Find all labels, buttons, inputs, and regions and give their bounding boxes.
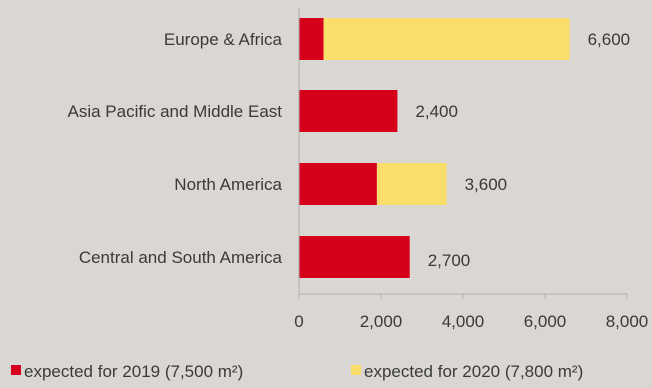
x-tick-label: 8,000 — [606, 312, 649, 331]
x-tick-label: 0 — [294, 312, 303, 331]
x-tick-label: 6,000 — [524, 312, 567, 331]
bar-2020-2 — [376, 163, 447, 205]
bar-2019-2 — [299, 163, 377, 205]
total-data-label: 3,600 — [465, 175, 508, 194]
category-label: North America — [174, 175, 282, 194]
bar-2019-0 — [299, 18, 324, 60]
category-label: Asia Pacific and Middle East — [68, 102, 283, 121]
data-labels: 6,600 2,400 3,600 2,700 — [415, 30, 630, 270]
bars-group — [299, 18, 570, 278]
total-data-label: 2,700 — [428, 251, 471, 270]
x-axis: 0 2,000 4,000 6,000 8,000 — [294, 8, 648, 331]
category-label: Central and South America — [79, 248, 283, 267]
legend: expected for 2019 (7,500 m²) expected for… — [11, 362, 583, 381]
bar-2019-1 — [299, 90, 398, 132]
legend-label-2020: expected for 2020 (7,800 m²) — [364, 362, 583, 381]
bar-2019-3 — [299, 236, 410, 278]
total-data-label: 6,600 — [588, 30, 631, 49]
x-tick-label: 2,000 — [360, 312, 403, 331]
legend-swatch-2020 — [351, 365, 361, 375]
legend-label-2019: expected for 2019 (7,500 m²) — [24, 362, 243, 381]
bar-2020-0 — [323, 18, 570, 60]
total-data-label: 2,400 — [415, 102, 458, 121]
category-label: Europe & Africa — [164, 30, 283, 49]
x-tick-label: 4,000 — [442, 312, 485, 331]
legend-swatch-2019 — [11, 365, 21, 375]
